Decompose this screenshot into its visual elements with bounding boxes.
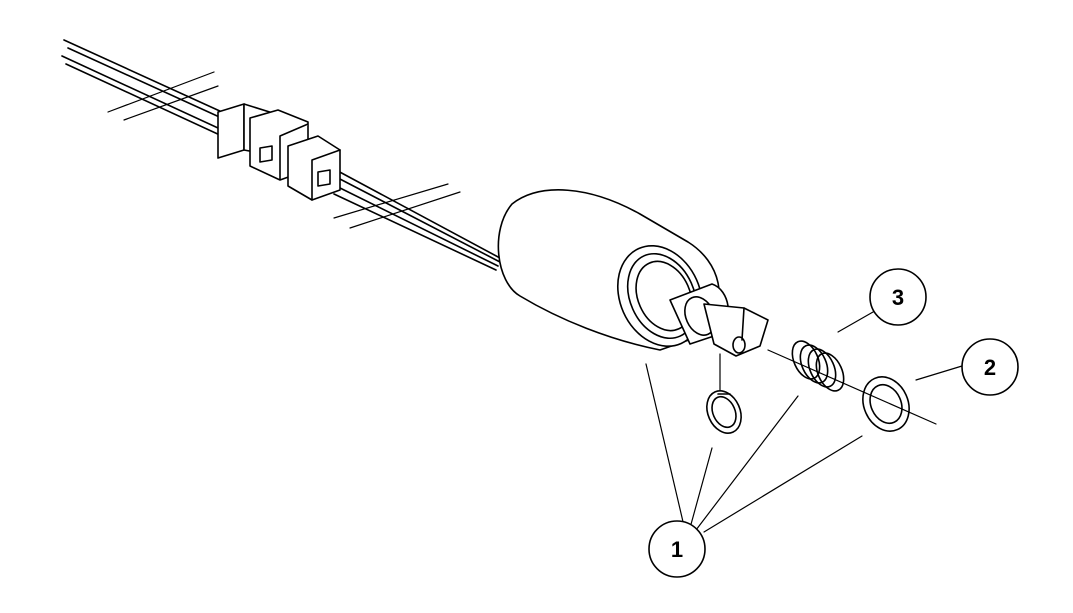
leader-lines [645,307,963,533]
callout-1: 1 [648,520,706,578]
callout-3-label: 3 [892,285,904,310]
plunger [703,303,769,357]
callout-2-label: 2 [984,355,996,380]
callout-3: 3 [869,268,927,326]
washer [862,376,910,432]
wire-harness [61,39,501,271]
e-clip [706,353,742,434]
assembly-axis-line [767,349,937,425]
callout-2: 2 [961,338,1019,396]
solenoid-body [497,189,730,351]
wire-connector [217,103,341,201]
spring [791,340,845,392]
callout-1-label: 1 [671,537,683,562]
